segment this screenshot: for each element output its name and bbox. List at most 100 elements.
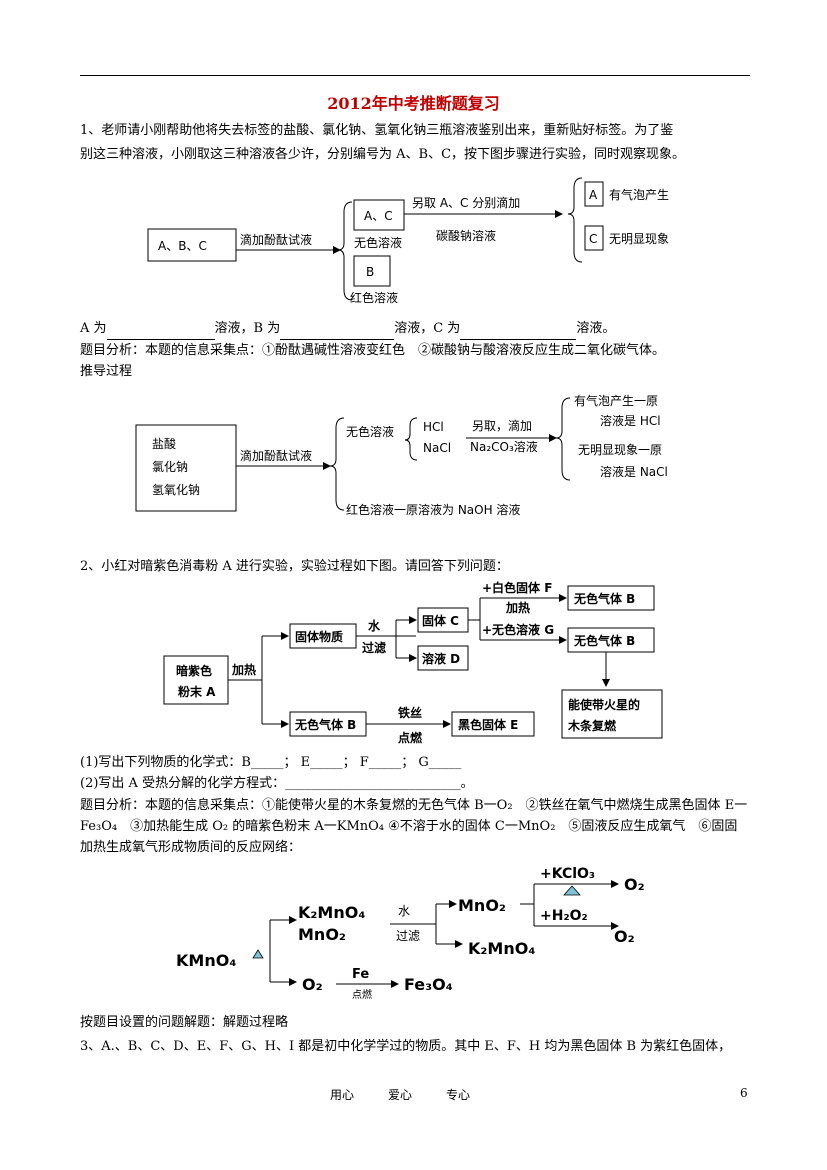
d1-box-c — [584, 225, 604, 251]
d3-gas-b1: 无色气体 B — [573, 591, 635, 606]
d1-box-b-label: B — [366, 265, 374, 279]
d3-ignite: 点燃 — [398, 730, 423, 745]
diagram-4: KMnO₄ K₂MnO₄ MnO₂ 水 过滤 MnO₂ +KClO₃ O₂ +H… — [176, 866, 645, 1001]
q2-solve: 按题目设置的问题解题：解题过程略 — [80, 1015, 289, 1030]
d3-water: 水 — [368, 618, 381, 633]
d3-solid-c: 固体 C — [422, 613, 459, 628]
d3-gas-b3: 无色气体 B — [294, 717, 356, 732]
d2-r1a: 有气泡产生一原 — [574, 393, 658, 408]
d2-arrow-2-top: 另取，滴加 — [472, 418, 532, 433]
d4-mno2: MnO₂ — [298, 925, 346, 944]
d1-brace-1 — [337, 201, 353, 301]
d3-start-1: 暗紫色 — [176, 663, 212, 678]
d1-res-c: 无明显现象 — [609, 232, 669, 246]
d2-brace-2 — [404, 417, 418, 461]
d3-relight-2: 木条复燃 — [567, 718, 617, 733]
q1-answer-c-blank[interactable] — [460, 318, 577, 340]
d2-start-box — [135, 424, 237, 512]
d3-filter: 过滤 — [362, 640, 386, 655]
d4-ignite: 点燃 — [352, 988, 372, 1001]
d2-brace-1 — [329, 417, 345, 511]
q2-analysis: 题目分析：本题的信息采集点：①能使带火星的木条复燃的无色气体 B一O₂ ②铁丝在… — [80, 798, 748, 855]
d4-k2mno4: K₂MnO₄ — [298, 903, 365, 922]
footer-word-3: 专心 — [446, 1088, 471, 1102]
d4-water: 水 — [398, 904, 410, 918]
q2-text-1: 2、小红对暗紫色消毒粉 A 进行实验，实验过程如下图。请回答下列问题： — [80, 559, 509, 574]
d2-brace-3 — [555, 397, 571, 481]
d2-r1b: 溶液是 HCl — [600, 413, 661, 428]
d4-heat-triangle-2 — [563, 885, 581, 896]
d3-box-b1 — [567, 585, 655, 611]
d1-start-label: A、B、C — [158, 239, 207, 253]
d1-arrow-2-bottom: 碳酸钠溶液 — [436, 228, 496, 243]
d4-o2-a: O₂ — [624, 875, 645, 894]
d4-kmno4: KMnO₄ — [176, 951, 236, 970]
d1-arrow-2-top: 另取 A、C 分别滴加 — [412, 195, 520, 210]
d1-res-a: 有气泡产生 — [609, 187, 669, 202]
d4-k2mno4-b: K₂MnO₄ — [468, 939, 535, 958]
q1-answer-line: A 为 溶液，B 为 溶液，C 为 溶液。 — [80, 318, 760, 340]
q1-analysis: 题目分析：本题的信息采集点：①酚酞遇碱性溶液变红色 ②碳酸钠与酸溶液反应生成二氧… — [80, 343, 666, 358]
d2-arrow-2-bottom: Na₂CO₃溶液 — [470, 439, 538, 454]
d1-box-a — [584, 181, 604, 207]
d3-wire: 铁丝 — [398, 705, 422, 720]
footer-page-number: 6 — [740, 1086, 748, 1100]
q1-answer-a-label: A 为 — [80, 321, 107, 336]
d3-solid: 固体物质 — [295, 629, 343, 644]
d1-box-a-label: A — [589, 188, 598, 202]
d3-plus-g: +无色溶液 G — [482, 622, 554, 637]
d1-brace-2 — [567, 177, 583, 263]
d3-start-2: 粉末 A — [178, 684, 216, 699]
d2-box-1: 盐酸 — [152, 436, 176, 451]
d3-heat: 加热 — [231, 662, 256, 677]
d4-o2-b: O₂ — [614, 927, 635, 946]
d4-filter: 过滤 — [396, 929, 420, 943]
d2-box-3: 氢氧化钠 — [152, 482, 200, 497]
d4-h2o2: +H₂O₂ — [540, 908, 588, 924]
page-title: 2012年中考推断题复习 — [327, 94, 500, 113]
q1-text-2: 别这三种溶液，小刚取这三种溶液各少许，分别编号为 A、B、C，按下图步骤进行实验… — [80, 147, 686, 162]
d4-fe3o4: Fe₃O₄ — [404, 975, 453, 994]
d3-box-b2 — [567, 627, 655, 653]
d3-gas-b2: 无色气体 B — [573, 633, 635, 648]
d2-hcl: HCl — [423, 420, 444, 434]
diagram-2: 盐酸 氯化钠 氢氧化钠 滴加酚酞试液 无色溶液 HCl NaCl 另取，滴加 N… — [135, 393, 668, 517]
footer-word-1: 用心 — [330, 1088, 355, 1102]
d1-start-box — [147, 228, 237, 262]
d2-arrow-1-label: 滴加酚酞试液 — [240, 448, 312, 463]
d3-box-relight — [561, 689, 663, 739]
d4-heat-triangle — [252, 949, 264, 959]
q1-answer-c-label: 溶液，C 为 — [394, 321, 461, 336]
d2-colorless: 无色溶液 — [346, 424, 394, 439]
d3-solution-d: 溶液 D — [422, 651, 460, 666]
d2-r2b: 溶液是 NaCl — [600, 464, 668, 479]
d4-kclo3: +KClO₃ — [540, 866, 595, 882]
d1-box-ac — [353, 199, 405, 231]
d3-black-e: 黑色固体 E — [458, 717, 518, 732]
d4-mno2-b: MnO₂ — [458, 896, 506, 915]
q1-answer-b-blank[interactable] — [280, 318, 395, 340]
q2-equation-question: (2)写出 A 受热分解的化学方程式：_____________________… — [80, 776, 474, 791]
footer-word-2: 爱心 — [388, 1088, 413, 1102]
d1-arrow-1-label: 滴加酚酞试液 — [240, 232, 312, 247]
d3-relight-1: 能使带火星的 — [568, 697, 640, 712]
d4-o2-c: O₂ — [302, 975, 323, 994]
d1-box-c-label: C — [589, 232, 597, 246]
d2-box-2: 氯化钠 — [152, 459, 188, 474]
diagram-1: A、B、C 滴加酚酞试液 A、C 无色溶液 B 红色溶液 另取 A、C 分别滴加… — [147, 177, 669, 305]
d3-box-d — [417, 645, 469, 671]
q1-answer-a-blank[interactable] — [106, 318, 215, 340]
d1-box-ac-label: A、C — [364, 209, 393, 223]
q1-process: 推导过程 — [80, 364, 133, 379]
d2-r2a: 无明显现象一原 — [578, 443, 662, 457]
q3-text-1: 3、A.、B、C、D、E、F、G、H、I 都是初中化学学过的物质。其中 E、F、… — [80, 1039, 732, 1054]
d3-plus-f: +白色固体 F — [482, 580, 552, 595]
d1-box-b — [353, 255, 391, 287]
header-rule — [80, 75, 750, 76]
d3-heat-2: 加热 — [505, 600, 530, 615]
diagram-3: 暗紫色 粉末 A 加热 固体物质 水 过滤 固体 C 溶液 D +白色固体 F … — [163, 580, 663, 745]
d2-red: 红色溶液一原溶液为 NaOH 溶液 — [346, 502, 520, 517]
d1-colorless-label: 无色溶液 — [354, 235, 402, 250]
d2-nacl: NaCl — [423, 441, 451, 455]
